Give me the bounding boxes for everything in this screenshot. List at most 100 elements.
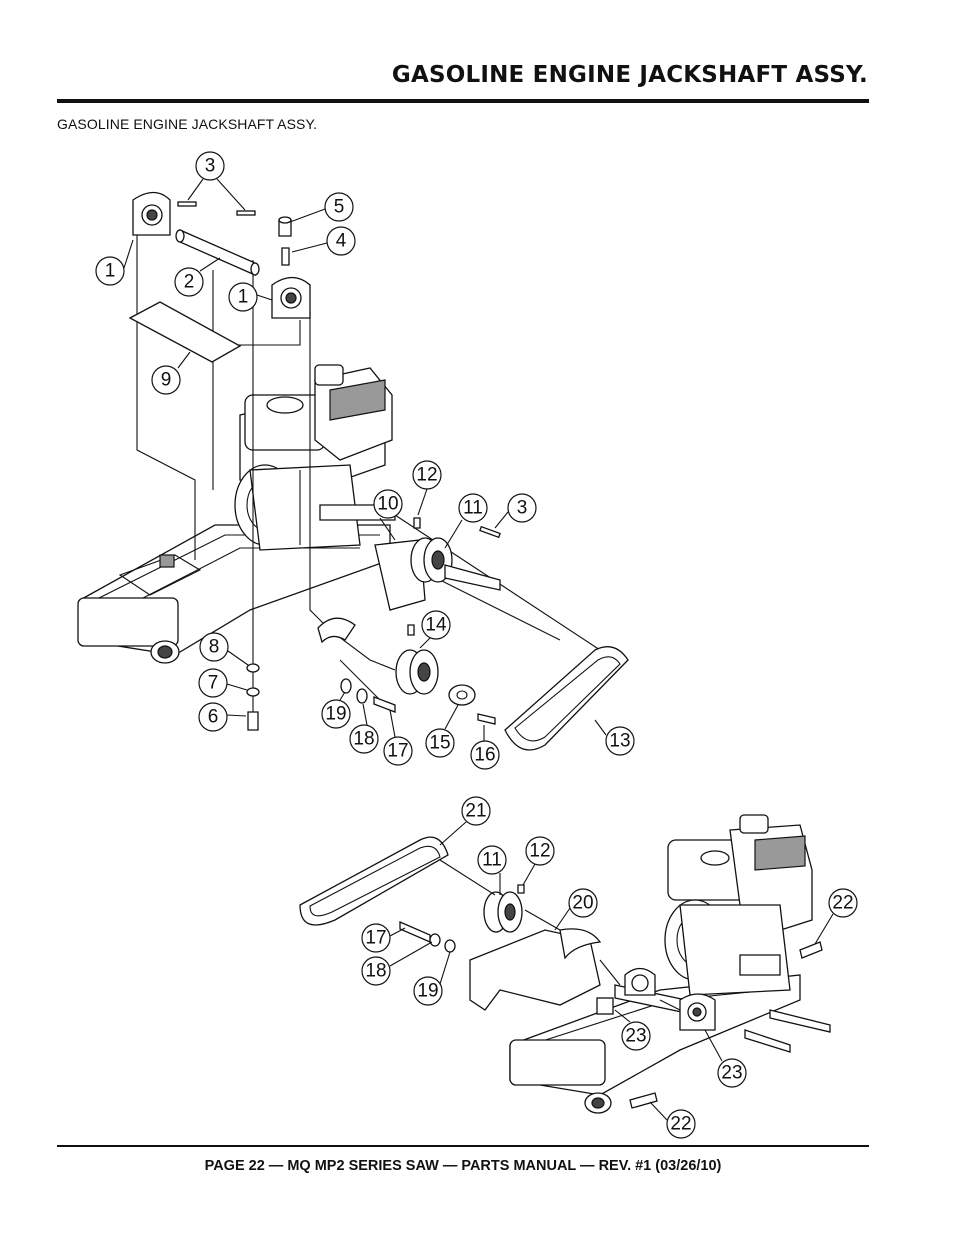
- svg-text:3: 3: [205, 156, 216, 177]
- set-screw: [407, 624, 415, 636]
- part-callout: 2: [174, 267, 204, 297]
- part-callout: 17: [361, 923, 391, 953]
- part-callout: 9: [151, 365, 181, 395]
- bolt: [373, 696, 396, 713]
- part-callout: 23: [621, 1021, 651, 1051]
- svg-text:18: 18: [353, 729, 374, 750]
- bottom-v-belt: [299, 836, 449, 926]
- part-callout: 8: [199, 632, 229, 662]
- svg-text:5: 5: [334, 197, 345, 218]
- part-callout: 1: [228, 282, 258, 312]
- key: [236, 210, 256, 216]
- top-engine: [234, 364, 396, 551]
- part-callout: 11: [458, 493, 488, 523]
- svg-text:19: 19: [325, 704, 346, 725]
- part-callout: 23: [717, 1058, 747, 1088]
- bottom-engine: [664, 814, 813, 996]
- part-callout: 19: [321, 699, 351, 729]
- lock-washer: [429, 933, 441, 947]
- svg-text:12: 12: [416, 465, 437, 486]
- svg-text:18: 18: [365, 961, 386, 982]
- svg-text:22: 22: [832, 893, 853, 914]
- lock-washer: [356, 688, 368, 704]
- svg-text:22: 22: [670, 1114, 691, 1135]
- jackshaft: [175, 229, 260, 276]
- part-callout: 3: [195, 151, 225, 181]
- top-leader-lines: [136, 235, 601, 720]
- svg-text:21: 21: [465, 801, 486, 822]
- flat-washer: [246, 663, 260, 673]
- svg-text:3: 3: [517, 498, 528, 519]
- flat-washer: [444, 939, 456, 953]
- svg-text:2: 2: [184, 272, 195, 293]
- svg-text:17: 17: [387, 741, 408, 762]
- part-callout: 15: [425, 728, 455, 758]
- svg-text:11: 11: [482, 850, 502, 871]
- svg-text:1: 1: [238, 287, 249, 308]
- part-callout: 18: [349, 724, 379, 754]
- part-callout: 18: [361, 956, 391, 986]
- part-callout: 22: [666, 1109, 696, 1139]
- svg-text:12: 12: [529, 841, 550, 862]
- svg-text:13: 13: [609, 731, 630, 752]
- svg-text:11: 11: [463, 498, 483, 519]
- bottom-base-frame: [509, 974, 831, 1114]
- part-callout: 10: [373, 489, 403, 519]
- footer-rule: [57, 1145, 869, 1147]
- svg-text:16: 16: [474, 745, 495, 766]
- part-callout: 20: [568, 888, 598, 918]
- diagram-subtitle: GASOLINE ENGINE JACKSHAFT ASSY.: [57, 116, 318, 132]
- key: [177, 201, 197, 207]
- hex-bolt: [247, 711, 259, 731]
- part-callout: 11: [477, 845, 507, 875]
- part-callout: 16: [470, 740, 500, 770]
- drive-pulley: [410, 537, 501, 591]
- pillow-block-bearing: [271, 276, 311, 319]
- bolt: [399, 921, 431, 943]
- svg-text:23: 23: [625, 1026, 646, 1047]
- belt-guard: [317, 617, 356, 644]
- part-callout: 17: [383, 736, 413, 766]
- part-callout: 14: [421, 610, 451, 640]
- part-callout: 22: [828, 888, 858, 918]
- svg-text:7: 7: [208, 673, 219, 694]
- cover-plate: [128, 301, 242, 363]
- top-base-frame: [77, 524, 391, 664]
- part-callout: 12: [412, 460, 442, 490]
- page-title: GASOLINE ENGINE JACKSHAFT ASSY.: [391, 62, 868, 88]
- svg-text:1: 1: [105, 261, 116, 282]
- set-collar: [596, 997, 614, 1015]
- svg-text:8: 8: [209, 637, 220, 658]
- bolt: [477, 713, 496, 725]
- svg-text:19: 19: [417, 981, 438, 1002]
- part-callout: 1: [95, 256, 125, 286]
- pillow-block-bearing: [132, 191, 171, 236]
- grease-fitting: [281, 247, 290, 266]
- svg-text:10: 10: [377, 494, 398, 515]
- part-callout: 19: [413, 976, 443, 1006]
- flat-washer: [340, 678, 352, 694]
- v-belt: [504, 646, 629, 751]
- page-footer: PAGE 22 — MQ MP2 SERIES SAW — PARTS MANU…: [204, 1158, 722, 1174]
- title-rule: [57, 99, 869, 103]
- part-callout: 12: [525, 836, 555, 866]
- bottom-assembly: 21 11 12 20 22 17 18 19 23 23 22: [299, 796, 858, 1139]
- svg-text:9: 9: [161, 370, 172, 391]
- part-callout: 7: [198, 668, 228, 698]
- set-screw: [413, 517, 421, 529]
- part-callout: 6: [198, 702, 228, 732]
- svg-text:14: 14: [425, 615, 447, 636]
- svg-text:17: 17: [365, 928, 386, 949]
- part-callout: 13: [605, 726, 635, 756]
- part-callout: 3: [507, 493, 537, 523]
- carriage-bolt: [799, 941, 823, 959]
- svg-text:15: 15: [429, 733, 450, 754]
- svg-text:6: 6: [208, 707, 219, 728]
- svg-text:4: 4: [336, 231, 347, 252]
- top-assembly: 3 5 4 1 2 1 9 12 10 11 3 14 8 7 6 19 18 …: [77, 151, 635, 770]
- lock-washer: [246, 687, 260, 697]
- key: [479, 525, 501, 539]
- part-callout: 21: [461, 796, 491, 826]
- svg-text:23: 23: [721, 1063, 742, 1084]
